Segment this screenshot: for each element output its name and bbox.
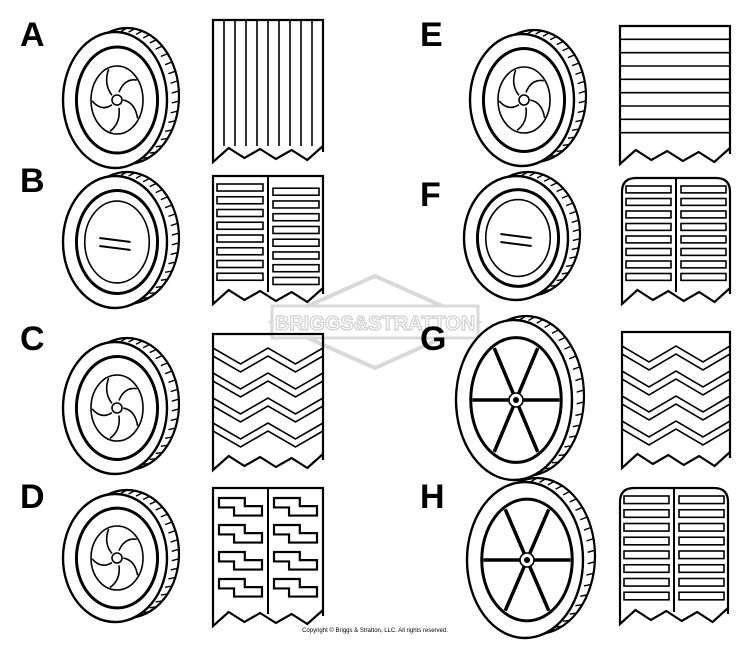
label-c: C <box>20 322 45 356</box>
tread-pattern-h <box>620 488 728 624</box>
tread-pattern-e <box>620 26 730 164</box>
label-a: A <box>20 18 45 52</box>
tread-pattern-a <box>213 20 323 162</box>
wheel-c <box>63 338 179 474</box>
label-h: H <box>420 480 445 514</box>
tread-pattern-f <box>622 178 730 304</box>
label-g: G <box>420 322 446 356</box>
wheel-g <box>456 316 584 480</box>
label-f: F <box>420 178 441 212</box>
tread-pattern-c <box>213 334 323 470</box>
tread-pattern-b <box>213 176 323 304</box>
wheel-h <box>467 478 595 638</box>
label-d: D <box>20 480 45 514</box>
tread-pattern-g <box>622 332 730 468</box>
wheel-e <box>470 30 586 166</box>
wheel-a <box>63 28 179 168</box>
wheel-f <box>464 172 580 300</box>
label-e: E <box>420 18 443 52</box>
wheel-d <box>63 490 179 622</box>
wheel-b <box>63 172 179 308</box>
copyright-notice: Copyright © Briggs & Stratton, LLC. All … <box>250 628 500 634</box>
briggs-stratton-watermark: BRIGGS&STRATTON <box>272 276 478 368</box>
tread-pattern-d <box>213 488 323 626</box>
label-b: B <box>20 164 45 198</box>
